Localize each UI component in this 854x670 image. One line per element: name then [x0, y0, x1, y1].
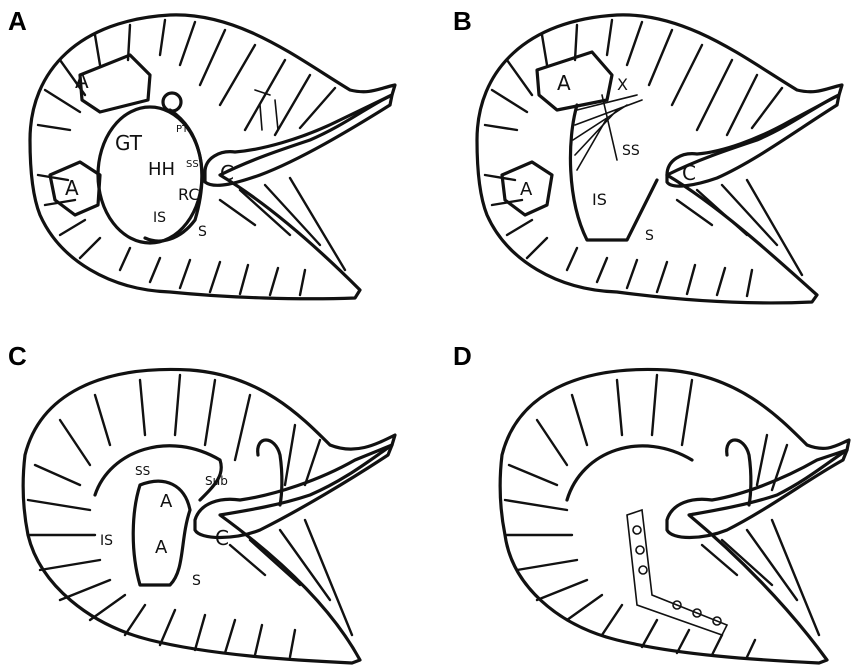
- label-acromion-side: A: [520, 179, 533, 200]
- label-coracoid: C: [682, 161, 696, 185]
- label-coracoid: C: [215, 526, 229, 550]
- hatching: [28, 375, 352, 657]
- label-ss: SS: [186, 159, 199, 170]
- shoulder-diagram: SS Sub A A IS S C: [0, 335, 427, 670]
- label-acromion-side: A: [65, 176, 79, 200]
- acromion-top: [80, 55, 150, 112]
- label-pt: PT: [176, 124, 189, 135]
- label-s: S: [198, 224, 207, 240]
- label-is: IS: [100, 533, 113, 549]
- label-s: S: [645, 228, 654, 244]
- label-ss: SS: [135, 464, 150, 478]
- shoulder-diagram: [427, 335, 854, 670]
- label-s: S: [192, 573, 201, 589]
- label-ss: SS: [622, 143, 640, 159]
- label-coracoid: C: [220, 161, 234, 185]
- panel-b: B A X SS IS S: [427, 0, 854, 335]
- label-rc: RC: [178, 185, 200, 204]
- tendon-arc: [567, 446, 692, 500]
- label-sub: Sub: [205, 474, 228, 488]
- label-gt: GT: [115, 131, 143, 155]
- coracoid: [667, 450, 847, 538]
- label-acromion: A: [160, 491, 173, 512]
- cuff-defect: [570, 105, 657, 240]
- shoulder-diagram: A A GT HH PT SS RC IS S C: [0, 0, 427, 335]
- label-hh: HH: [148, 159, 175, 180]
- panel-d: D: [427, 335, 854, 670]
- label-acromion: A: [557, 71, 571, 95]
- label-x: X: [617, 75, 628, 94]
- label-acromion: A: [75, 69, 89, 93]
- shoulder-diagram: A X SS IS S C A: [427, 0, 854, 335]
- repair-patch: [627, 510, 727, 635]
- bursa-circle: [163, 93, 181, 111]
- dashed-region: [255, 90, 278, 130]
- coracoid: [195, 445, 392, 538]
- label-is: IS: [592, 190, 607, 209]
- hatching: [505, 375, 819, 657]
- label-acromion-2: A: [155, 537, 168, 558]
- label-is: IS: [153, 210, 166, 226]
- panel-a: A A A GT HH: [0, 0, 427, 335]
- tendon-arc: [95, 446, 221, 500]
- panel-c: C SS Sub A A IS S C: [0, 335, 427, 670]
